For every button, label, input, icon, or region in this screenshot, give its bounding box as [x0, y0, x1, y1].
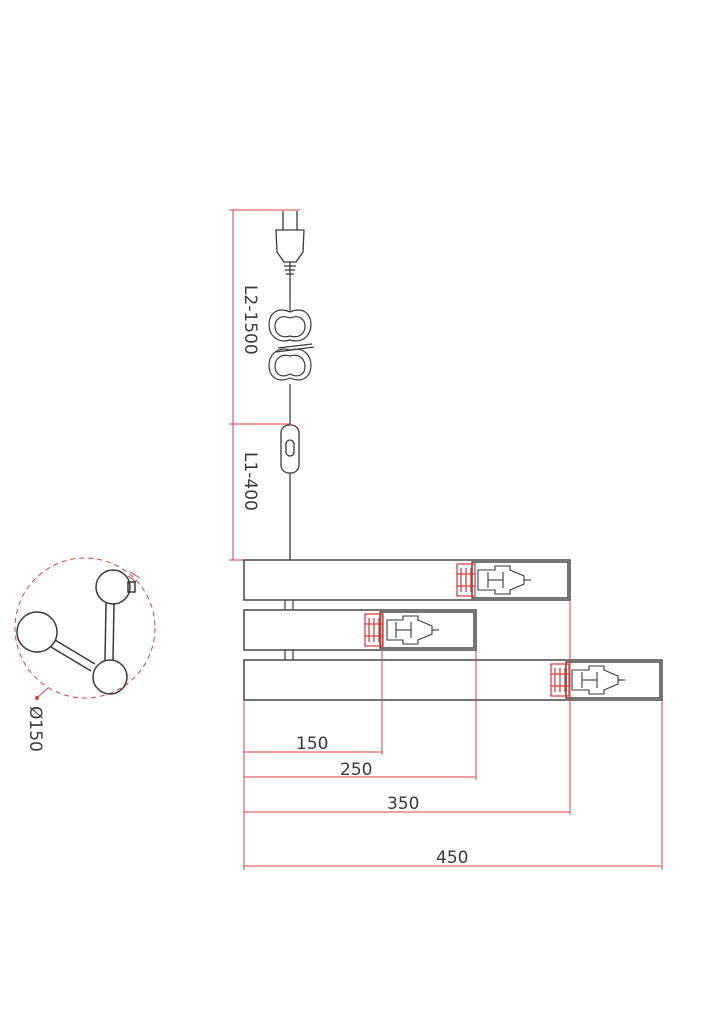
- diameter-150-label: Ø150: [25, 706, 45, 752]
- socket-1: [456, 563, 476, 597]
- lamp-arm-1: [243, 559, 571, 601]
- l2-1500-label: L2-1500: [240, 285, 260, 355]
- top-view-outline: [14, 557, 156, 699]
- dimension-350-label: 350: [387, 794, 419, 814]
- l1-400-label: L1-400: [240, 452, 260, 511]
- top-view-heads: [16, 569, 136, 695]
- top-view-leader: [35, 571, 141, 700]
- lamp-arm-2: [243, 609, 477, 651]
- dimension-150-label: 150: [296, 734, 328, 754]
- socket-3: [550, 663, 570, 697]
- plug-icon: [275, 211, 305, 300]
- dimension-250-label: 250: [340, 760, 372, 780]
- lamp-bulb-icon: [386, 565, 625, 695]
- lamp-arm-3: [243, 659, 663, 701]
- arm-dimension-lines: [243, 600, 663, 870]
- dimension-450-label: 450: [436, 848, 468, 868]
- cable-coil-icon: [268, 300, 315, 424]
- socket-2: [364, 613, 384, 647]
- inline-switch-icon: [280, 424, 300, 560]
- arm-connectors: [284, 600, 294, 660]
